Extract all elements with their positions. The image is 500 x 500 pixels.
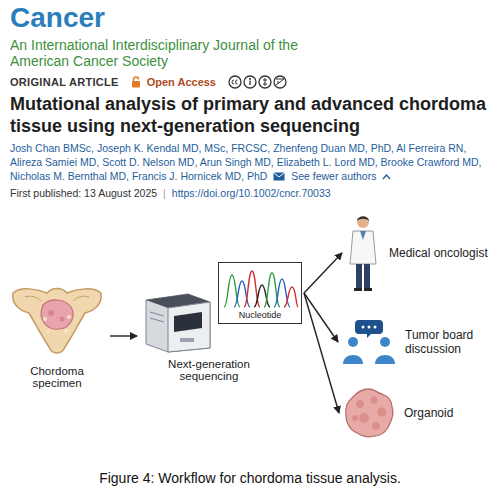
node-label: Tumor board discussion bbox=[405, 328, 495, 356]
tumor-board-node: Tumor board discussion bbox=[341, 318, 495, 366]
lock-icon bbox=[131, 76, 141, 88]
flow-arrow bbox=[304, 253, 342, 293]
license-icons bbox=[228, 75, 290, 89]
sequencer-art bbox=[140, 290, 216, 354]
node-label: Organoid bbox=[404, 406, 495, 420]
node-label: Next-generation sequencing bbox=[140, 358, 278, 382]
author-list: Josh Chan BMSc, Joseph K. Kendal MD, MSc… bbox=[10, 141, 492, 183]
flow-arrow bbox=[304, 293, 338, 342]
journal-subtitle: An International Interdisciplinary Journ… bbox=[10, 37, 310, 69]
caret-icon bbox=[382, 173, 391, 180]
sacrum-art bbox=[7, 283, 107, 361]
flow-arrow bbox=[304, 293, 339, 413]
sacrum-illustration bbox=[7, 283, 107, 361]
organoid-art bbox=[342, 386, 396, 440]
article-header: Cancer An International Interdisciplinar… bbox=[0, 0, 500, 205]
chromatogram-box: Nucleotide bbox=[218, 262, 302, 324]
open-access: Open Access bbox=[147, 76, 216, 88]
oncologist-node: Medical oncologist bbox=[345, 214, 495, 292]
board-art bbox=[341, 318, 397, 366]
figure-caption: Figure 4: Workflow for chordoma tissue a… bbox=[0, 470, 500, 486]
article-type: ORIGINAL ARTICLE bbox=[10, 76, 119, 88]
chromatogram-trace bbox=[222, 267, 298, 309]
authors: Josh Chan BMSc, Joseph K. Kendal MD, MSc… bbox=[10, 142, 482, 182]
journal-name: Cancer bbox=[10, 2, 105, 34]
sequencer-illustration bbox=[140, 290, 216, 354]
oncologist-figure bbox=[345, 214, 381, 292]
chromatogram-art bbox=[222, 267, 298, 309]
node-label: Nucleotide bbox=[239, 310, 282, 320]
specimen-node: Chordoma specimen bbox=[6, 283, 108, 389]
organoid-node: Organoid bbox=[342, 386, 495, 440]
node-label: Medical oncologist bbox=[389, 246, 495, 260]
article-type-row: ORIGINAL ARTICLE Open Access bbox=[10, 75, 290, 89]
publication-row: First published: 13 August 2025 | https:… bbox=[10, 187, 331, 199]
tumor-board-icon bbox=[341, 318, 397, 366]
organoid-illustration bbox=[342, 386, 396, 440]
doi-link: https://doi.org/10.1002/cncr.70033 bbox=[172, 187, 331, 199]
see-fewer-authors: See fewer authors bbox=[291, 170, 376, 182]
doctor-art bbox=[345, 214, 381, 292]
article-title: Mutational analysis of primary and advan… bbox=[10, 93, 492, 137]
node-label: Chordoma specimen bbox=[6, 365, 108, 389]
email-icon bbox=[273, 172, 285, 181]
publication-date: First published: 13 August 2025 bbox=[10, 187, 157, 199]
separator: | bbox=[163, 187, 166, 199]
flow-arrow bbox=[110, 335, 137, 336]
